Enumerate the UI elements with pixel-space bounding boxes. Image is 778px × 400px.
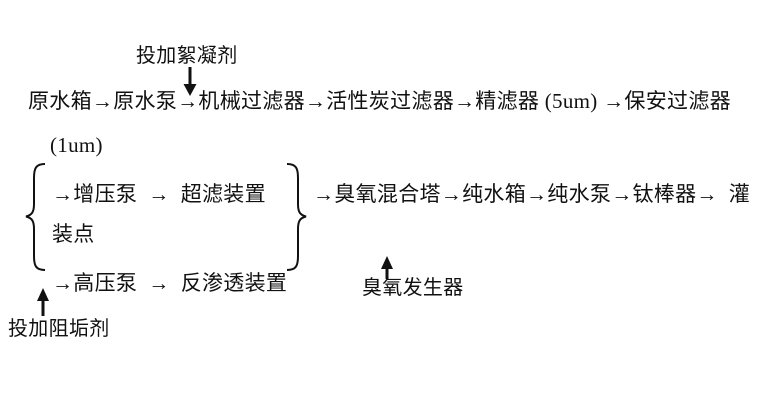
ozone-arrow-up-icon: [381, 256, 393, 279]
left-brace: [25, 163, 46, 271]
flow-line-polishing: →臭氧混合塔→纯水箱→纯水泵→钛棒器→ 灌: [313, 182, 751, 206]
flow-branch-ultrafiltration: →增压泵 → 超滤装置: [52, 182, 266, 206]
antiscalant-label: 投加阻垢剂: [8, 318, 110, 340]
antiscalant-arrow-up-icon: [37, 288, 49, 316]
flow-line-pretreatment-wrap: (1um): [50, 133, 103, 157]
flocculant-label: 投加絮凝剂: [136, 45, 238, 67]
flow-branch-reverse-osmosis: →高压泵 → 反渗透装置: [52, 271, 288, 295]
flow-line-pretreatment: 原水箱→原水泵→机械过滤器→活性炭过滤器→精滤器 (5um) →保安过滤器: [28, 89, 731, 113]
flow-branch-ultrafiltration-wrap: 装点: [52, 222, 95, 246]
ozone-generator-label: 臭氧发生器: [362, 277, 464, 299]
right-brace: [286, 163, 307, 271]
